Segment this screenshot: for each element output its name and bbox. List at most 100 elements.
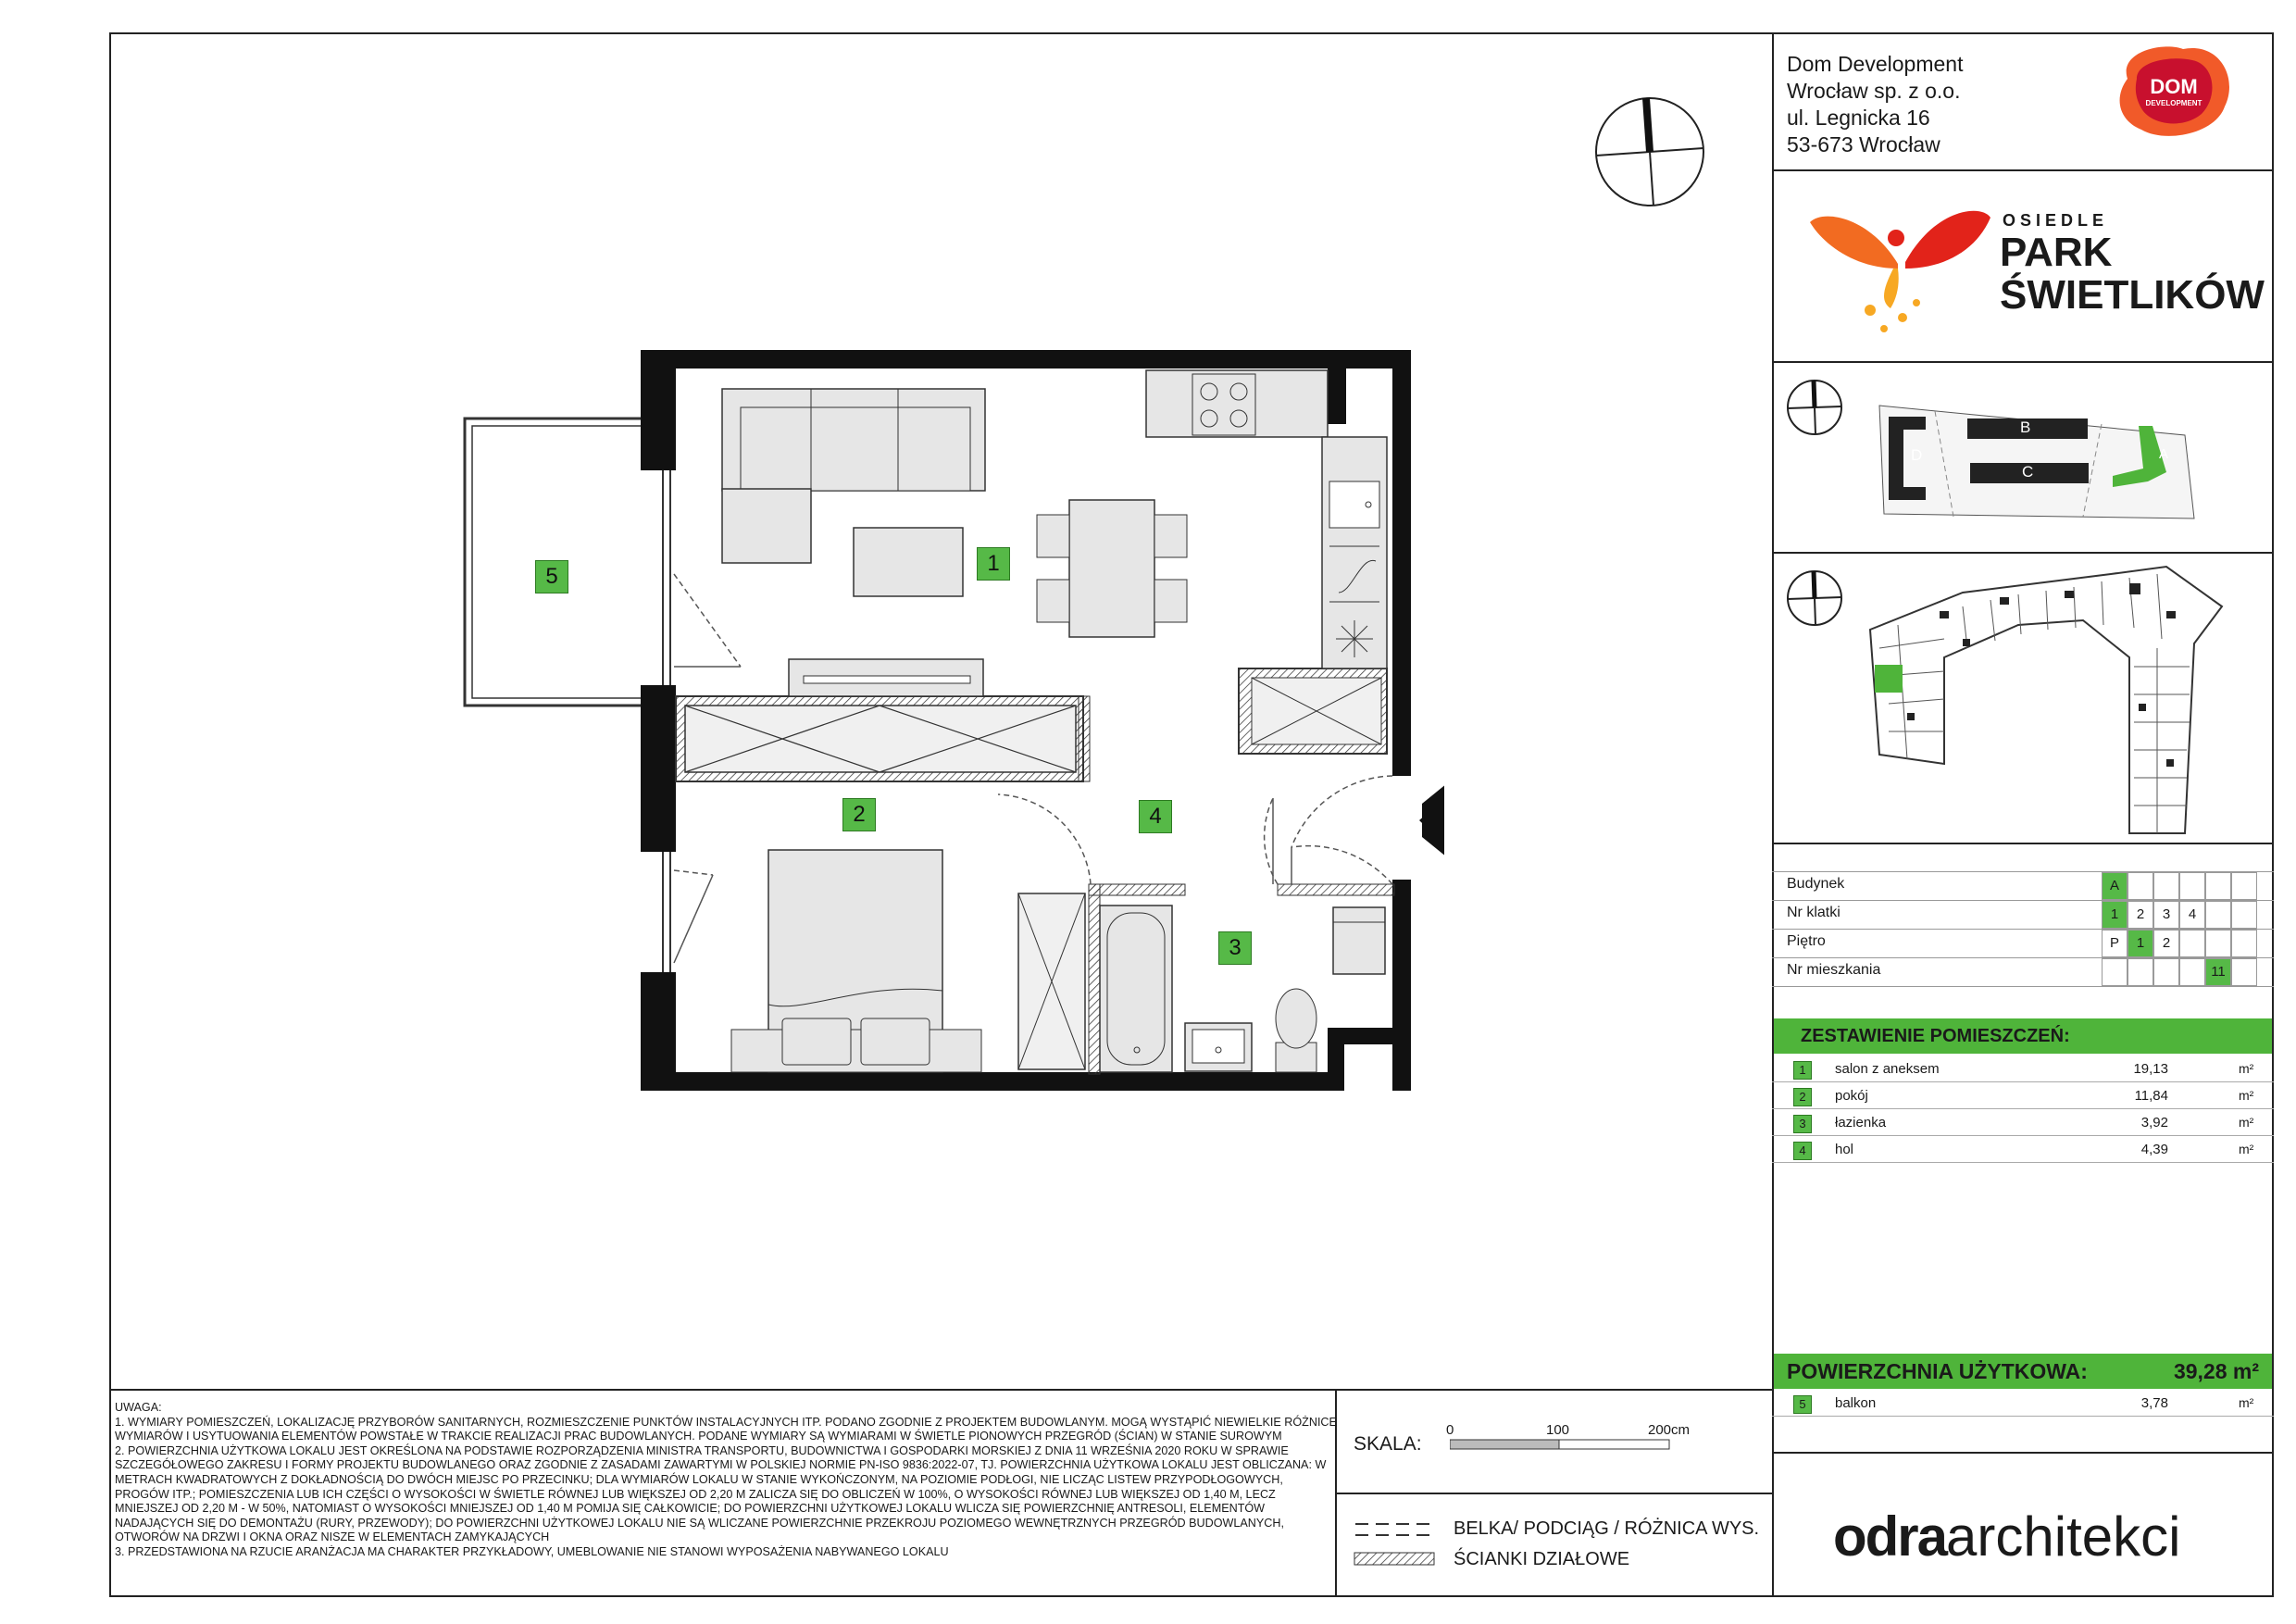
room-3-unit: m²: [2239, 1115, 2254, 1130]
balcony-area: 3,78: [2140, 1395, 2168, 1411]
cell-klatka-1: 1: [2102, 901, 2128, 929]
summary-line: [1772, 1135, 2274, 1136]
plan-balcony-tag: 5: [535, 560, 568, 593]
estate-swietlikow: ŚWIETLIKÓW: [2000, 272, 2265, 318]
room-4-tag: 4: [1793, 1142, 1812, 1160]
plan-room-2-tag: 2: [842, 798, 876, 831]
table-cell: [2179, 958, 2205, 986]
table-line: [1772, 957, 2274, 958]
plan-room-1-tag: 1: [977, 547, 1010, 581]
room-3-name: łazienka: [1835, 1115, 1887, 1131]
table-cell: [2205, 872, 2231, 900]
company-address: Dom Development Wrocław sp. z o.o. ul. L…: [1787, 51, 1963, 158]
legend-divider: [1335, 1493, 1773, 1494]
beam-legend-icon: [1354, 1518, 1437, 1545]
cell-pietro-1: 1: [2128, 930, 2153, 957]
table-cell: [2153, 958, 2179, 986]
summary-line: [1772, 1416, 2274, 1417]
walls-legend-label: ŚCIANKI DZIAŁOWE: [1454, 1549, 1630, 1569]
summary-line: [1772, 1081, 2274, 1082]
scale-tick-100: 100: [1546, 1422, 1570, 1438]
plan-room-3-tag: 3: [1218, 931, 1252, 965]
dom-development-logo: DOM DEVELOPMENT: [2109, 42, 2239, 144]
row-label-budynek: Budynek: [1787, 876, 1845, 892]
sidebar-line: [1772, 843, 2274, 844]
row-label-pietro: Piętro: [1787, 933, 1826, 949]
table-cell: [2231, 958, 2257, 986]
table-cell: [2231, 901, 2257, 929]
building-b-label: B: [2020, 418, 2031, 436]
logo-odra: odra: [1833, 1505, 1948, 1568]
page-frame: [109, 32, 2274, 1597]
cell-klatka-3: 3: [2153, 901, 2179, 929]
footer-divider: [109, 1389, 1773, 1391]
room-1-name: salon z aneksem: [1835, 1061, 1940, 1077]
firefly-logo: [1805, 199, 1990, 338]
cell-klatka-4: 4: [2179, 901, 2205, 929]
company-city: 53-673 Wrocław: [1787, 132, 1940, 156]
company-name-1: Dom Development: [1787, 52, 1964, 76]
room-4-unit: m²: [2239, 1142, 2254, 1156]
table-line: [1772, 986, 2274, 987]
table-cell: [2231, 872, 2257, 900]
table-cell: [2205, 930, 2231, 957]
usable-area-value: 39,28 m²: [2173, 1359, 2259, 1383]
room-1-tag: 1: [1793, 1061, 1812, 1080]
table-cell: [2128, 872, 2153, 900]
room-4-name: hol: [1835, 1142, 1854, 1157]
note-1: 1. WYMIARY POMIESZCZEŃ, LOKALIZACJĘ PRZY…: [115, 1415, 1337, 1443]
floor-key-plan: [1852, 556, 2240, 843]
cell-mieszkanie-11: 11: [2205, 958, 2231, 986]
cell-budynek-a: A: [2102, 872, 2128, 900]
estate-osiedle: OSIEDLE: [2003, 211, 2109, 230]
room-4-area: 4,39: [2140, 1142, 2168, 1157]
scale-tick-0: 0: [1446, 1422, 1454, 1438]
rooms-summary-header: [1774, 1018, 2272, 1054]
cell-pietro-p: P: [2102, 930, 2128, 957]
notes-title: UWAGA:: [115, 1401, 162, 1414]
sidebar-line: [1772, 552, 2274, 554]
walls-legend-icon: [1354, 1552, 1437, 1571]
table-cell: [2205, 901, 2231, 929]
scale-tick-200: 200cm: [1648, 1422, 1691, 1438]
company-street: ul. Legnicka 16: [1787, 106, 1930, 130]
room-1-area: 19,13: [2133, 1061, 2168, 1077]
plan-room-4-tag: 4: [1139, 800, 1172, 833]
table-cell: [2128, 958, 2153, 986]
balcony-unit: m²: [2239, 1395, 2254, 1410]
table-cell: [2153, 872, 2179, 900]
building-a-label: A: [2159, 446, 2169, 462]
odra-architekci-logo: odraarchitekci: [1833, 1505, 2180, 1568]
room-2-name: pokój: [1835, 1088, 1868, 1104]
building-d-label: D: [1911, 446, 1923, 464]
room-2-unit: m²: [2239, 1088, 2254, 1103]
table-line: [1772, 929, 2274, 930]
note-2: 2. POWIERZCHNIA UŻYTKOWA LOKALU JEST OKR…: [115, 1443, 1327, 1544]
sidebar-divider: [1772, 32, 1774, 1597]
table-line: [1772, 871, 2274, 872]
table-cell: [2179, 930, 2205, 957]
room-1-unit: m²: [2239, 1061, 2254, 1076]
balcony-name: balkon: [1835, 1395, 1877, 1411]
scale-label: SKALA:: [1354, 1433, 1422, 1455]
notes-block: UWAGA: 1. WYMIARY POMIESZCZEŃ, LOKALIZAC…: [115, 1401, 1337, 1560]
logo-development-text: DEVELOPMENT: [2145, 99, 2202, 107]
sidebar-line: [1772, 361, 2274, 363]
building-c-label: C: [2022, 463, 2034, 481]
north-arrow-icon: [1592, 94, 1707, 214]
note-3: 3. PRZEDSTAWIONA NA RZUCIE ARANŻACJA MA …: [115, 1544, 949, 1558]
estate-park: PARK: [2000, 230, 2113, 275]
company-name-2: Wrocław sp. z o.o.: [1787, 79, 1961, 103]
row-label-mieszkanie: Nr mieszkania: [1787, 962, 1881, 978]
site-plan: B C D A: [1870, 398, 2203, 528]
room-3-area: 3,92: [2140, 1115, 2168, 1131]
cell-klatka-2: 2: [2128, 901, 2153, 929]
beam-legend-label: BELKA/ PODCIĄG / RÓŻNICA WYS.: [1454, 1518, 1760, 1539]
room-2-area: 11,84: [2134, 1088, 2168, 1104]
row-label-klatka: Nr klatki: [1787, 905, 1841, 920]
cell-pietro-2: 2: [2153, 930, 2179, 957]
scale-bar: [1449, 1439, 1672, 1456]
room-2-tag: 2: [1793, 1088, 1812, 1106]
table-cell: [2231, 930, 2257, 957]
sidebar-line: [1772, 169, 2274, 171]
